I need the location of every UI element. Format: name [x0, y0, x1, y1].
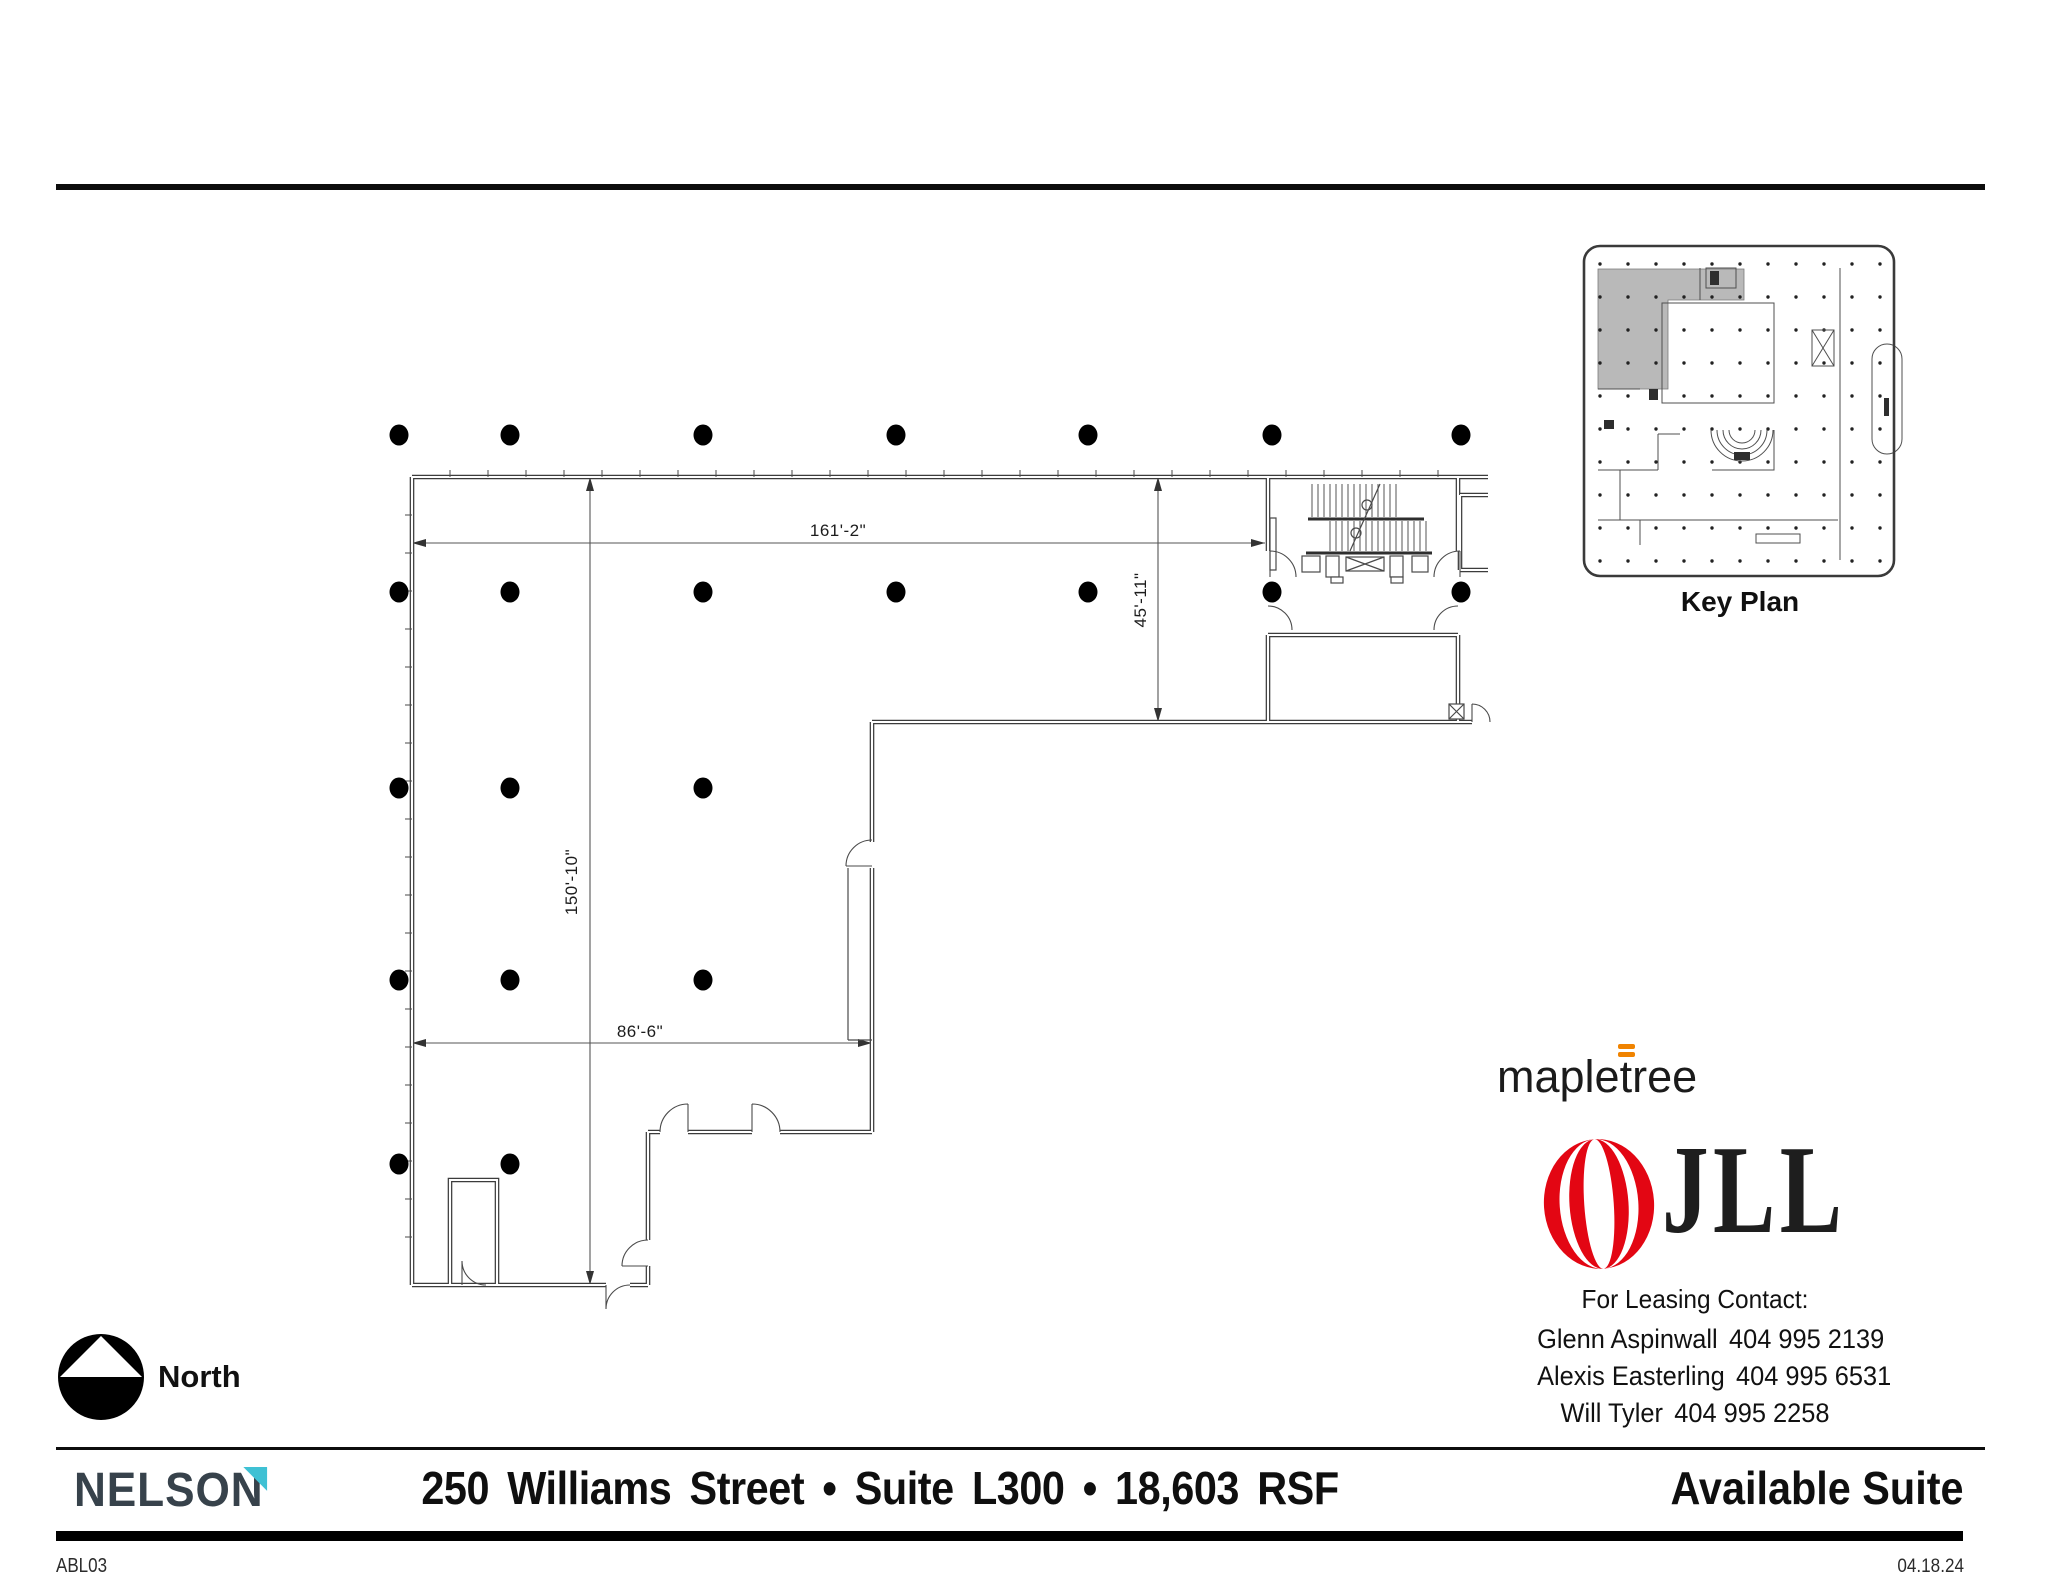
elevator-bank [1301, 555, 1429, 584]
stair-symbol-dot [1350, 527, 1362, 539]
key-plan-walls [1598, 267, 1841, 560]
window-mullion-ticks [405, 470, 1439, 1238]
mapletree-text-post: ree [1632, 1051, 1698, 1102]
footer-top-rule [56, 1447, 1985, 1450]
leasing-heading: For Leasing Contact: [1581, 1284, 1809, 1314]
nelson-logo: NELSON [74, 1463, 268, 1518]
contact-row: Alexis Easterling 404 995 6531 [1537, 1358, 1891, 1395]
contact-phone: 404 995 2139 [1728, 1324, 1885, 1354]
key-plan-border [1582, 244, 1896, 578]
contact-row: Glenn Aspinwall 404 995 2139 [1537, 1321, 1884, 1358]
mapletree-logo: mapletree [1497, 1044, 1698, 1103]
key-plan-highlighted-suite [1597, 268, 1745, 390]
door-arcs [461, 550, 1491, 1310]
jll-globe-icon [1543, 1139, 1655, 1269]
dimension-label-right: 45'-11" [1131, 573, 1150, 628]
available-suite-label: Available Suite [1671, 1462, 1964, 1514]
stair-landing-edges [1306, 517, 1432, 555]
footer-bar [56, 1531, 1963, 1541]
floor-plan: 161'-2" 45'-11" 150'-10" 86'-6" [389, 424, 1491, 1310]
top-rule [56, 184, 1985, 190]
stair-treads [1311, 484, 1427, 551]
sheet-title: 250 Williams Street • Suite L300 • 18,60… [421, 1462, 1339, 1514]
leasing-contact-block: For Leasing Contact: Glenn Aspinwall 404 … [1537, 1284, 1891, 1432]
nelson-text: NELSO [74, 1464, 231, 1517]
mapletree-t-icon: t [1617, 1044, 1635, 1102]
key-plan-dots [1598, 262, 1882, 563]
stair-room [1269, 483, 1432, 584]
dimension-label-left: 150'-10" [562, 849, 581, 915]
dimension-label-top: 161'-2" [810, 521, 866, 540]
key-plan-label: Key Plan [1681, 586, 1799, 617]
dimension-arrows [412, 477, 1265, 1285]
contact-name: Glenn Aspinwall [1537, 1324, 1718, 1354]
contact-name: Alexis Easterling [1537, 1361, 1725, 1391]
pilaster [1269, 517, 1277, 571]
key-plan-core-blocks [1604, 271, 1889, 460]
stair-section-line [1349, 483, 1381, 552]
interior-stub-wall [847, 868, 872, 1041]
contact-name: Will Tyler [1560, 1398, 1663, 1428]
contact-phone: 404 995 6531 [1735, 1361, 1892, 1391]
mapletree-text-pre: maple [1497, 1051, 1620, 1102]
key-plan-entry-bump [1871, 343, 1903, 455]
contact-row: Will Tyler 404 995 2258 [1537, 1395, 1853, 1432]
dimension-label-bottom: 86'-6" [617, 1022, 663, 1041]
elevator-shaft-icon [1448, 703, 1465, 720]
north-label: North [158, 1359, 241, 1394]
contact-phone: 404 995 2258 [1674, 1398, 1830, 1428]
column-grid-dots [389, 424, 1471, 1175]
key-plan: Key Plan [1582, 244, 1903, 617]
sheet-number: ABL03 [56, 1555, 108, 1577]
dimension-lines [412, 477, 1265, 1285]
stair-symbol-dot [1361, 499, 1373, 511]
plan-walls-core [410, 475, 1488, 1287]
sheet-date: 04.18.24 [1897, 1556, 1964, 1577]
jll-logo-text: JLL [1662, 1121, 1847, 1260]
